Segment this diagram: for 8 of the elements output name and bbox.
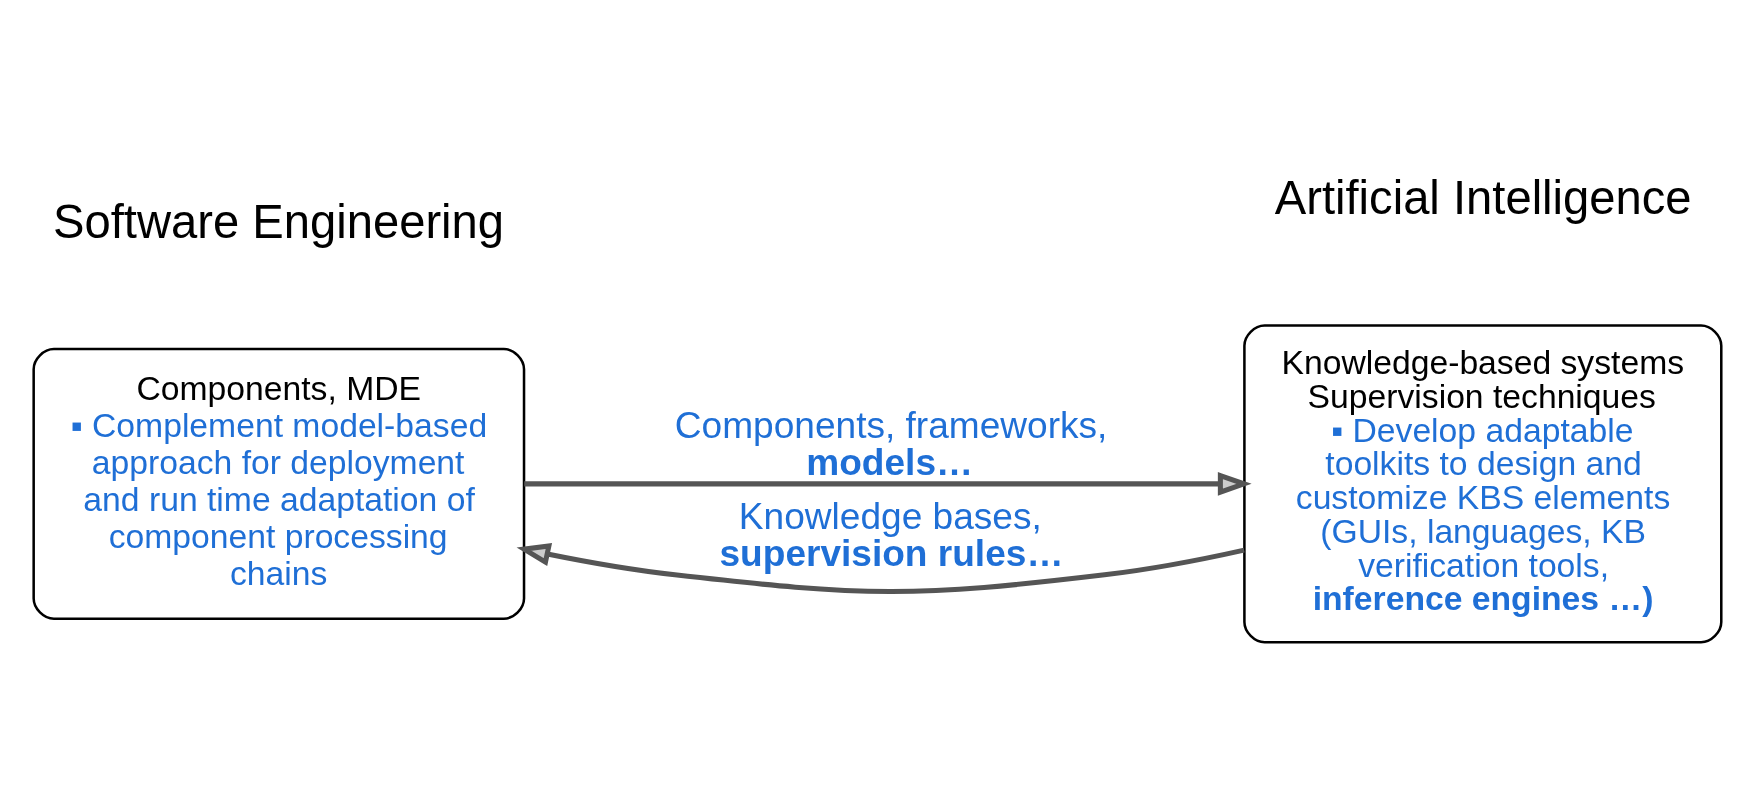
label: Software Engineering [53,194,505,248]
node-box: Knowledge-based systems Supervision techniques ▪ Develop adaptable toolkits to design and customize KBS elements (GUIs, languages, KB verification tools, inference engines …) [1243,324,1723,644]
label: Artificial Intelligence [1274,171,1692,225]
arrow [516,542,1245,594]
arrow [524,472,1252,496]
edge-label: Components, frameworks, models… [674,403,1108,483]
edge-label: Knowledge bases, supervision rules… [719,494,1064,574]
node-box: Components, MDE ▪ Complement model-based approach for deployment and run time adaptation of component processing chains [32,347,526,620]
